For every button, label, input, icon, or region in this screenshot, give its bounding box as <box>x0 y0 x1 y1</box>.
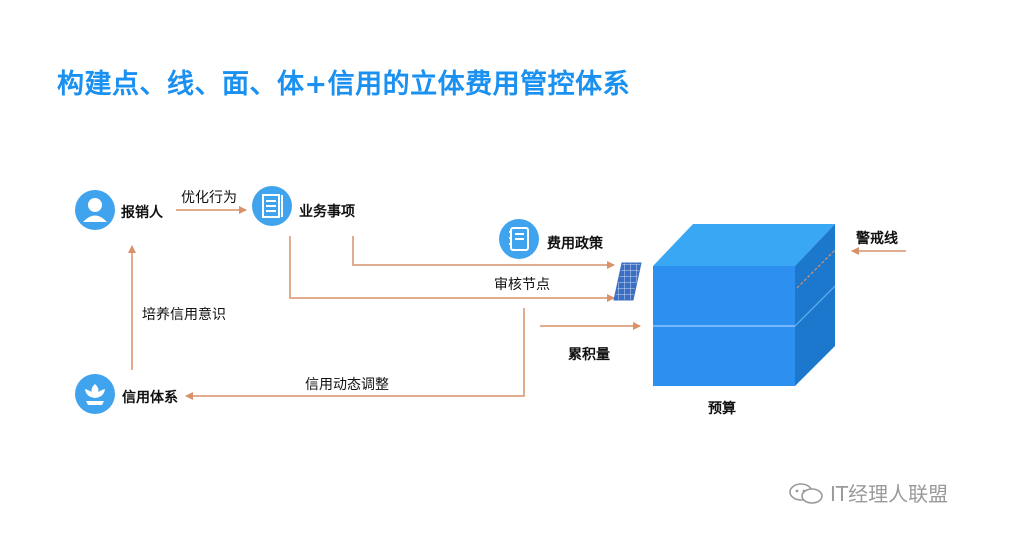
line-business-to-audit <box>289 236 615 302</box>
notebook-icon <box>499 219 539 259</box>
edge-label-optimize-behavior: 优化行为 <box>181 190 237 206</box>
node-label-expense-policy: 费用政策 <box>547 236 603 252</box>
node-label-business-item: 业务事项 <box>299 204 355 220</box>
watermark-text: IT经理人联盟 <box>830 482 949 506</box>
line-business-to-policy <box>352 236 615 269</box>
chat-bubbles-icon <box>789 482 823 504</box>
person-icon <box>75 190 115 230</box>
edge-label-warning-line: 警戒线 <box>856 231 898 247</box>
node-label-credit-system: 信用体系 <box>122 390 178 406</box>
edge-label-credit-dynamic-adjust: 信用动态调整 <box>305 377 389 393</box>
arrow-credit-dynamic-adjust <box>185 308 525 400</box>
edge-label-audit-node: 审核节点 <box>494 277 550 293</box>
budget-cube <box>653 224 836 386</box>
node-label-reimburser: 报销人 <box>121 205 163 221</box>
audit-node-panel <box>613 262 642 301</box>
flower-icon <box>75 374 115 414</box>
page-title: 构建点、线、面、体+信用的立体费用管控体系 <box>57 69 631 100</box>
document-icon <box>252 186 292 226</box>
cube-label-budget: 预算 <box>708 401 736 417</box>
warning-line-marker <box>796 249 836 289</box>
edge-label-accumulation: 累积量 <box>568 347 610 363</box>
edge-label-cultivate-credit: 培养信用意识 <box>142 307 226 323</box>
watermark: IT经理人联盟 <box>788 478 948 507</box>
